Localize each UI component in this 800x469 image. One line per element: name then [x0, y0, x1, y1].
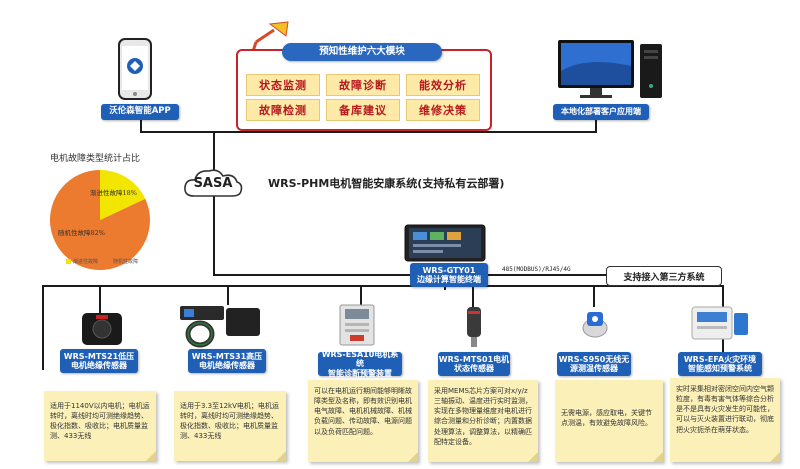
- module-panel-title: 预知性维护六大模块: [282, 43, 442, 61]
- temperature-sensor-icon: [580, 306, 610, 340]
- pie-legend: 渐进性故障 随机性故障: [66, 258, 138, 265]
- line-client-down: [595, 118, 597, 132]
- line-dev1: [99, 285, 101, 313]
- module-status-monitor: 状态监测: [246, 74, 320, 96]
- vibration-sensor-icon: [462, 305, 486, 349]
- third-party-label: 支持接入第三方系统: [623, 272, 705, 283]
- module-fault-diagnosis: 故障诊断: [326, 74, 400, 96]
- note-esa10: 可以在电机运行期间能够明晰故障类型及名称，即有效识别电机电气故障、电机机械故障、…: [308, 380, 418, 462]
- line-cloud-down: [213, 195, 215, 275]
- module-maintenance-decision: 维修决策: [406, 99, 480, 121]
- client-app-label: 本地化部署客户应用端: [553, 104, 649, 120]
- gateway-protocol: 485(MODBUS)/RJ45/4G: [502, 266, 571, 273]
- line-bottom-bus: [42, 285, 724, 287]
- legend-item-progressive: 渐进性故障: [66, 258, 98, 265]
- legend-swatch-progressive: [66, 259, 71, 264]
- module-spare-advice: 备库建议: [326, 99, 400, 121]
- high-voltage-sensor-icon: [178, 304, 270, 348]
- gateway-label-line2: 边缘计算智能终端: [417, 275, 481, 284]
- line-left-drop: [42, 285, 44, 370]
- system-title: WRS-PHM电机智能安康系统(支持私有云部署): [268, 177, 505, 190]
- desktop-computer-icon: [556, 36, 666, 102]
- device-label-mts21-line1: WRS-MTS21低压: [63, 351, 135, 361]
- pie-slice-label-random: 随机性故障82%: [58, 229, 105, 237]
- pie-chart-title: 电机故障类型统计占比: [50, 154, 141, 164]
- module-fault-detection: 故障检测: [246, 99, 320, 121]
- app-label: 沃伦森智能APP: [101, 104, 179, 120]
- line-cloud-up: [213, 131, 215, 171]
- fire-warning-device-icon: [690, 303, 750, 343]
- line-app-down: [140, 118, 142, 132]
- line-dev3: [360, 285, 362, 305]
- line-gw-right: [488, 274, 610, 276]
- gateway-label-line1: WRS-GTY01: [422, 265, 476, 275]
- line-gw-bus: [213, 274, 410, 276]
- note-efa: 实时采集相对密闭空间内空气颗粒度，有毒有害气体等综合分析是不是具有火灾发生的可能…: [670, 378, 780, 462]
- device-label-mts01: WRS-MTS01电机 状态传感器: [438, 352, 510, 376]
- module-energy-analysis: 能效分析: [406, 74, 480, 96]
- line-dev2: [227, 285, 229, 305]
- third-party-box: 支持接入第三方系统: [606, 266, 722, 286]
- pie-slice-progressive-fault: [100, 170, 146, 220]
- device-label-mts01-line1: WRS-MTS01电机: [438, 354, 510, 364]
- legend-label-progressive: 渐进性故障: [73, 259, 99, 265]
- device-label-esa10-line1: WRS-ESA10电机系统: [321, 350, 399, 369]
- device-label-esa10: WRS-ESA10电机系统 智能诊断预警装置: [318, 350, 402, 378]
- device-label-mts01-line2: 状态传感器: [454, 364, 494, 373]
- tablet-gateway-icon: [404, 224, 486, 262]
- device-label-efa: WRS-EFA火灾环境 智能感知预警系统: [678, 352, 762, 376]
- pie-chart: [49, 170, 150, 270]
- gateway-label: WRS-GTY01 边缘计算智能终端: [410, 263, 488, 287]
- cloud-icon: [182, 166, 244, 200]
- note-mts31: 适用于3.3至12kV电机；电机运转时，离线时均可测绝缘趋势、极化指数、吸收比；…: [174, 391, 286, 461]
- note-s950: 无需电源，感应取电，关键节点测温，有效避免故障风险。: [555, 380, 663, 462]
- legend-item-random: 随机性故障: [106, 258, 138, 265]
- line-dev5: [593, 285, 595, 307]
- line-top-bus: [140, 131, 597, 133]
- device-label-mts21-line2: 电机绝缘传感器: [71, 361, 127, 370]
- diagnostic-device-icon: [336, 303, 380, 347]
- smartphone-icon: [118, 38, 152, 100]
- cloud-label: SASA: [193, 176, 233, 191]
- device-label-efa-line2: 智能感知预警系统: [688, 364, 752, 373]
- note-mts01: 采用MEMS芯片方案可对x/y/z三轴振动、温度进行实时监测，实现在多物理量维度…: [428, 380, 538, 462]
- device-label-esa10-line2: 智能诊断预警装置: [328, 368, 392, 378]
- legend-label-random: 随机性故障: [113, 259, 139, 265]
- low-voltage-sensor-icon: [80, 311, 124, 347]
- device-label-mts31-line2: 电机绝缘传感器: [199, 361, 255, 370]
- legend-swatch-random: [106, 259, 112, 264]
- device-label-s950: WRS-S950无线无 源测温传感器: [557, 352, 631, 376]
- device-label-mts31-line1: WRS-MTS31高压: [191, 351, 263, 361]
- device-label-mts31: WRS-MTS31高压 电机绝缘传感器: [188, 349, 266, 373]
- device-label-efa-line1: WRS-EFA火灾环境: [683, 354, 757, 364]
- pie-slice-label-progressive: 渐进性故障18%: [90, 189, 137, 197]
- line-dev4: [472, 285, 474, 307]
- line-gw-down: [444, 286, 446, 290]
- note-mts21: 适用于1140V以内电机；电机运转时，离线时均可测绝缘趋势、极化指数、吸收比；电…: [44, 391, 156, 461]
- device-label-s950-line2: 源测温传感器: [570, 364, 618, 373]
- pie-slice-random-fault: [49, 170, 150, 270]
- device-label-mts21: WRS-MTS21低压 电机绝缘传感器: [60, 349, 138, 373]
- device-label-s950-line1: WRS-S950无线无: [558, 354, 630, 364]
